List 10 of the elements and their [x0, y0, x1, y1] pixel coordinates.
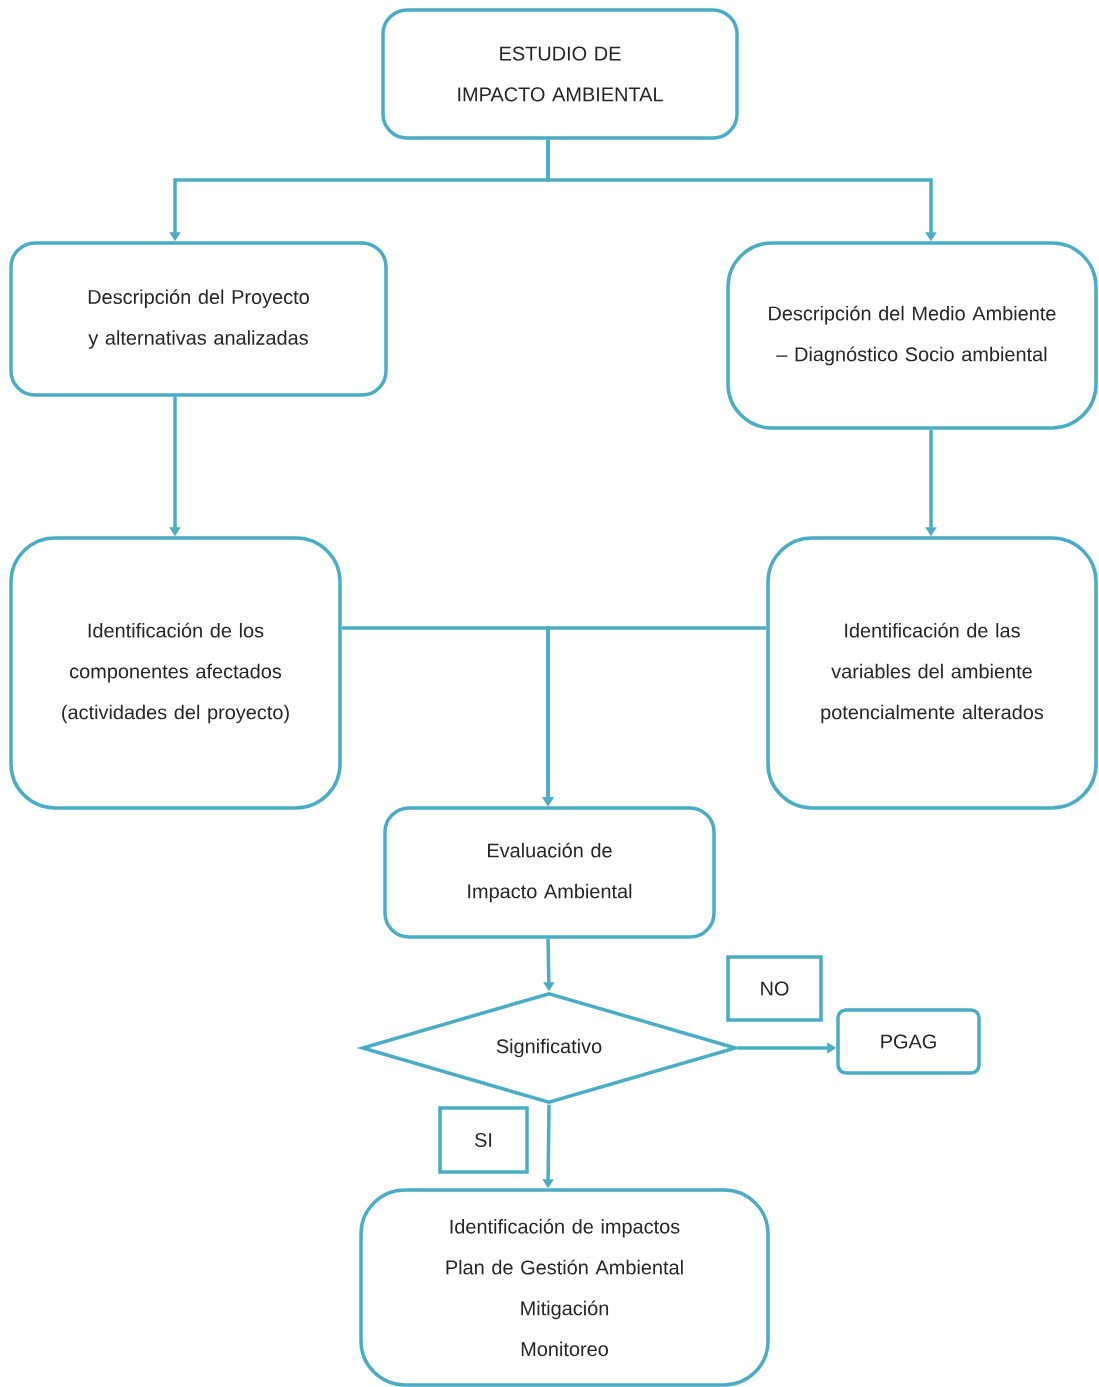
label-box: NO [726, 955, 823, 1022]
process-box: Descripción del Medio Ambiente – Diagnóstico Socio ambiental [726, 241, 1098, 430]
process-box: Evaluación de Impacto Ambiental [383, 806, 716, 939]
label-box: SI [438, 1106, 529, 1174]
process-box: ESTUDIO DE IMPACTO AMBIENTAL [381, 8, 739, 140]
process-box: Descripción del Proyecto y alternativas analizadas [9, 241, 388, 397]
process-box: Identificación de impactos Plan de Gestión Ambiental Mitigación Monitoreo [359, 1188, 770, 1387]
process-box: Identificación de las variables del ambiente potencialmente alterados [766, 536, 1098, 810]
process-box: Identificación de los componentes afectados (actividades del proyecto) [9, 536, 342, 810]
process-box: PGAG [836, 1008, 981, 1075]
